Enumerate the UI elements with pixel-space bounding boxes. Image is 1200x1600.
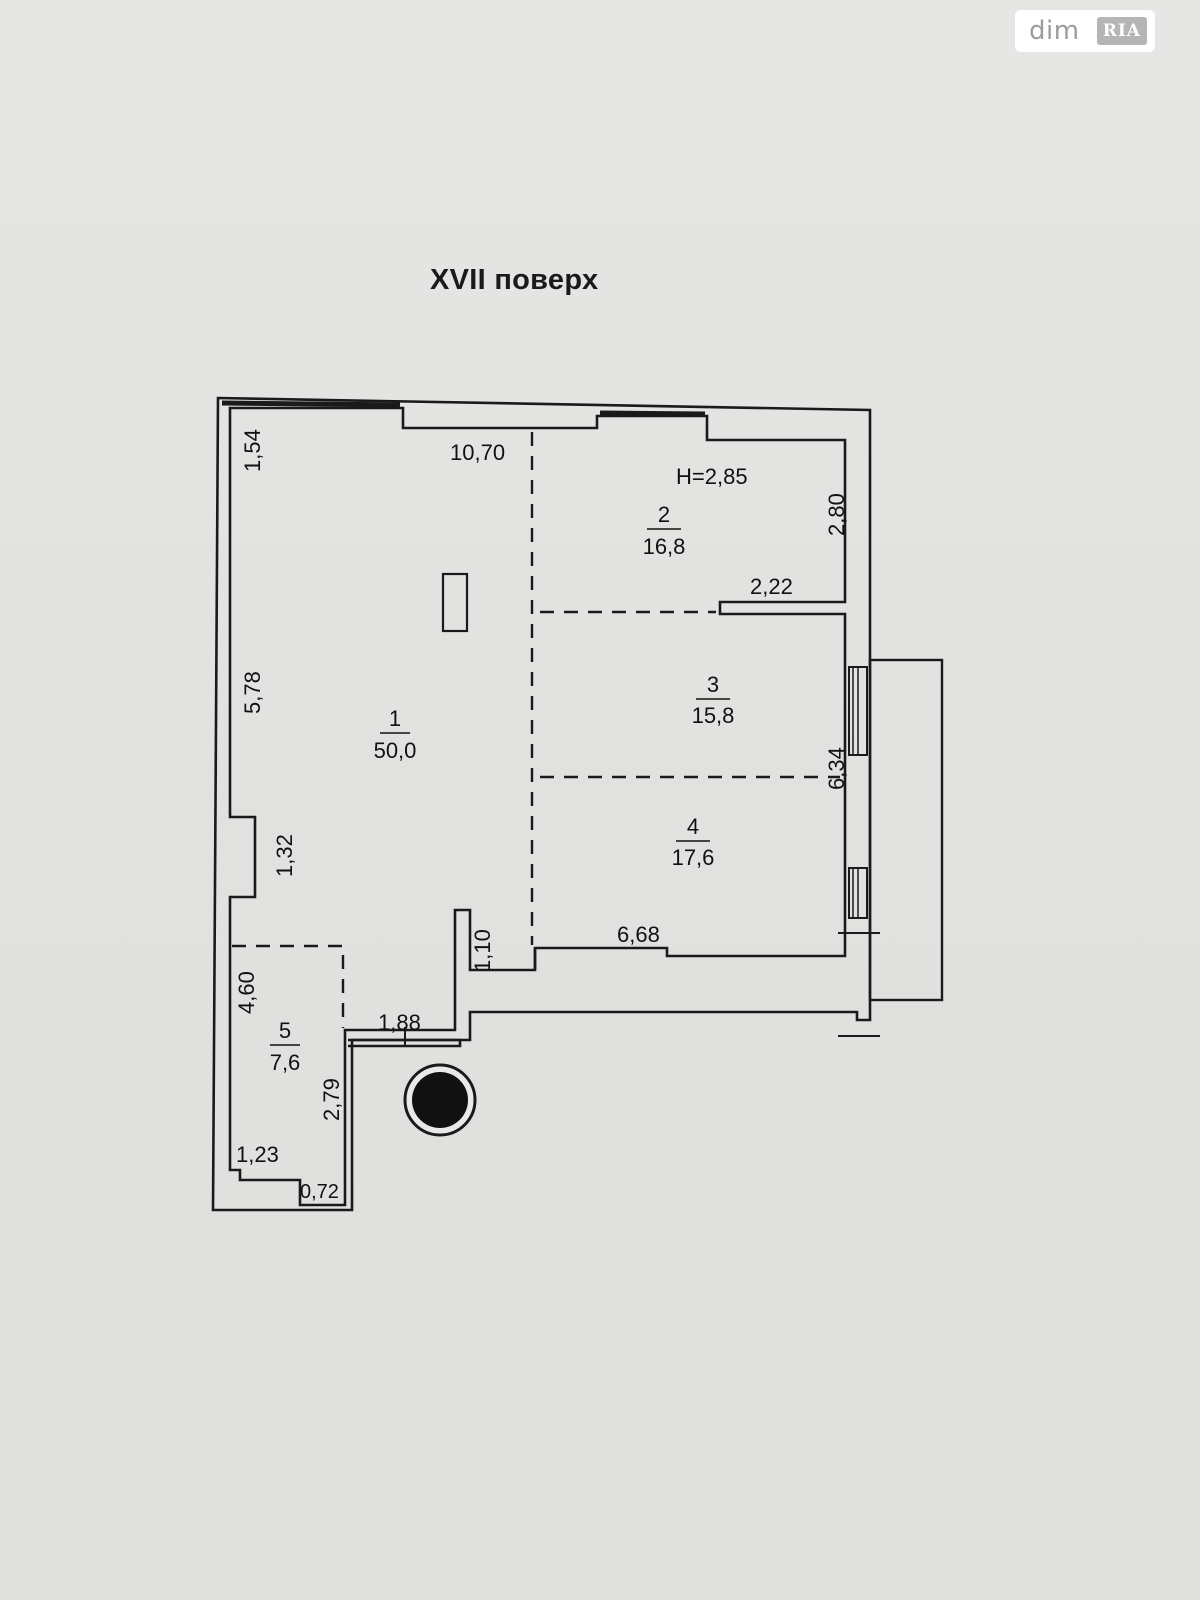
window-top-2 — [599, 410, 706, 417]
partition-room5 — [232, 944, 345, 1028]
room4-area: 17,6 — [672, 845, 715, 870]
room2-area: 16,8 — [643, 534, 686, 559]
room3-area: 15,8 — [692, 703, 735, 728]
riser-icon — [403, 1063, 477, 1137]
outer-wall — [211, 396, 872, 1212]
room1-number: 1 — [389, 706, 401, 731]
room1-area: 50,0 — [374, 738, 417, 763]
balcony — [868, 658, 944, 1002]
dim-room5-right: 2,79 — [319, 1078, 344, 1121]
dim-left-niche: 1,32 — [272, 834, 297, 877]
dim-room5-left: 4,60 — [234, 971, 259, 1014]
dim-room5-step: 0,72 — [300, 1181, 339, 1203]
dim-right-wall: 6,34 — [824, 747, 849, 790]
column — [441, 572, 469, 633]
dim-ria-watermark: dim RIA — [1015, 10, 1155, 52]
room4-number: 4 — [687, 814, 699, 839]
watermark-ria-logo: RIA — [1096, 17, 1147, 45]
dim-partition: 1,10 — [470, 929, 495, 972]
room2-number: 2 — [658, 502, 670, 527]
room5-number: 5 — [279, 1018, 291, 1043]
dim-left-upper: 1,54 — [240, 429, 265, 472]
dim-entrance: 1,88 — [378, 1010, 421, 1035]
dim-left-middle: 5,78 — [240, 671, 265, 714]
entrance-door-frame — [348, 1038, 462, 1048]
window-top — [221, 400, 401, 408]
room5-area: 7,6 — [270, 1050, 301, 1075]
dim-top-wall: 10,70 — [450, 440, 505, 465]
ceiling-height: H=2,85 — [676, 464, 748, 489]
watermark-dim-text: dim — [1029, 16, 1080, 46]
dim-room2-bottom: 2,22 — [750, 574, 793, 599]
floor-title: XVII поверх — [430, 264, 599, 296]
dim-room4-bottom: 6,68 — [617, 922, 660, 947]
inner-wall — [228, 406, 847, 1207]
room3-number: 3 — [707, 672, 719, 697]
dim-room5-bottom: 1,23 — [236, 1142, 279, 1167]
dim-room2-right: 2,80 — [824, 493, 849, 536]
